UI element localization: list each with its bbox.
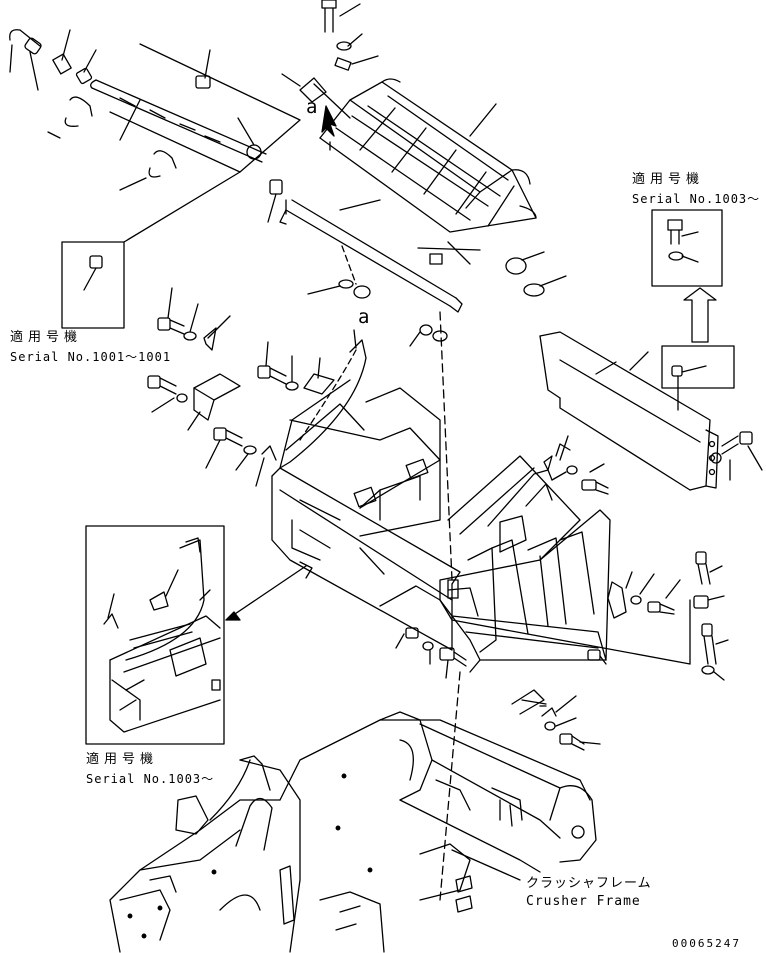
view-marker-lower: a <box>358 306 370 328</box>
view-a-arrow <box>321 105 337 137</box>
u-clamp-parts <box>47 96 177 191</box>
guard-washers <box>307 245 567 581</box>
handrail-pipe <box>90 79 267 163</box>
top-bolt-stack <box>281 0 379 119</box>
serial-1003-box-jp-label: 適用号機 <box>632 172 705 187</box>
lower-right-housing <box>379 435 729 901</box>
serial-1003-inset-en-label: Serial No.1003～ <box>86 772 215 786</box>
crusher-frame-jp-label: クラッシャフレーム <box>526 876 652 891</box>
crusher-frame <box>109 711 597 953</box>
serial-1003-box-en-label: Serial No.1003～ <box>632 192 761 206</box>
drawing-number: 00065247 <box>672 937 741 950</box>
serial-1001-en-label: Serial No.1001～1001 <box>10 350 172 364</box>
pipe-bracket-box-lines <box>109 43 301 223</box>
guard-support-rail <box>279 141 481 313</box>
serial-1001-detail-box <box>61 171 241 329</box>
serial-1003-inset-box <box>85 525 313 745</box>
right-bracket-cover <box>539 331 763 491</box>
view-marker-upper: a <box>306 96 318 118</box>
crusher-frame-en-label: Crusher Frame <box>526 894 641 909</box>
serial-1001-jp-label: 適用号機 <box>10 330 83 345</box>
hose-fitting-group <box>9 29 97 91</box>
left-fasteners <box>147 287 335 487</box>
serial-1003-inset-jp-label: 適用号機 <box>86 752 159 767</box>
main-frame-assembly <box>271 329 461 651</box>
serial-1003-detail-box <box>651 209 735 411</box>
step-grating <box>319 78 537 233</box>
